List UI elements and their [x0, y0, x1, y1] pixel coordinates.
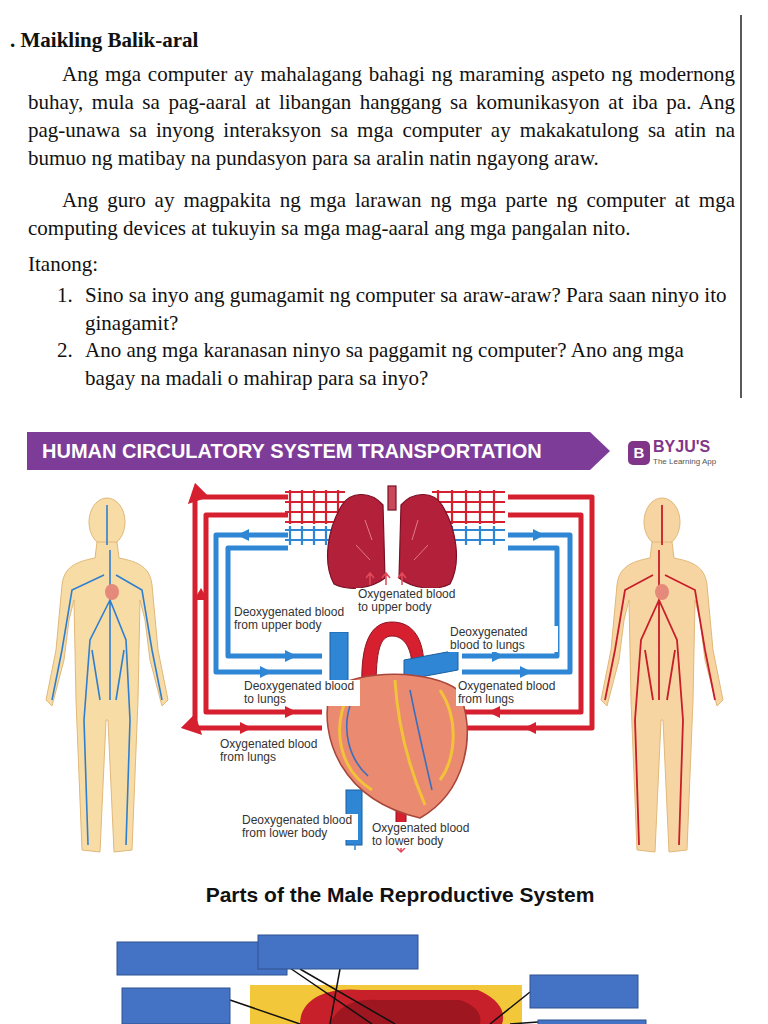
list-number: 1.	[57, 281, 83, 309]
flow-label: Deoxygenated blood to lungs	[242, 680, 360, 706]
lungs	[328, 486, 457, 588]
up-arrows	[366, 573, 406, 585]
artery-lines	[605, 505, 715, 845]
page-border	[740, 15, 742, 398]
logo-tagline: The Learning App	[653, 457, 743, 466]
section-heading: . Maikling Balik-aral	[10, 26, 410, 54]
flow-label: Oxygenated blood from lungs	[218, 738, 322, 764]
question: Ano ang mga karanasan ninyo sa paggamit …	[85, 336, 735, 392]
flow-label: Oxygenated blood to lower body	[370, 822, 474, 848]
section-title: Parts of the Male Reproductive System	[134, 882, 666, 908]
flow-label: Deoxygenated blood from lower body	[240, 814, 358, 840]
vein-lines	[52, 505, 162, 845]
question: Sino sa inyo ang gumagamit ng computer s…	[85, 281, 735, 337]
human-figure	[601, 498, 723, 852]
paragraph: Ang mga computer ay mahalagang bahagi ng…	[28, 60, 735, 172]
prompt-heading: Itanong:	[28, 250, 228, 278]
human-figure	[46, 498, 168, 852]
empty-label-box	[117, 935, 646, 1024]
flow-label: Deoxygenated blood to lungs	[448, 626, 558, 652]
flow-label: Deoxygenated blood from upper body	[232, 606, 350, 632]
banner-title: HUMAN CIRCULATORY SYSTEM TRANSPORTATION	[42, 440, 542, 463]
logo-icon: B	[628, 441, 650, 465]
flow-label: Oxygenated blood from lungs	[456, 680, 560, 706]
logo-text: BYJU'S	[653, 438, 743, 456]
list-number: 2.	[57, 336, 83, 364]
flow-label: Oxygenated blood to upper body	[356, 588, 460, 614]
title-banner: HUMAN CIRCULATORY SYSTEM TRANSPORTATION	[27, 432, 610, 470]
heart-dot	[105, 584, 119, 600]
paragraph: Ang guro ay magpakita ng mga larawan ng …	[28, 186, 735, 242]
heart-dot	[655, 584, 669, 600]
